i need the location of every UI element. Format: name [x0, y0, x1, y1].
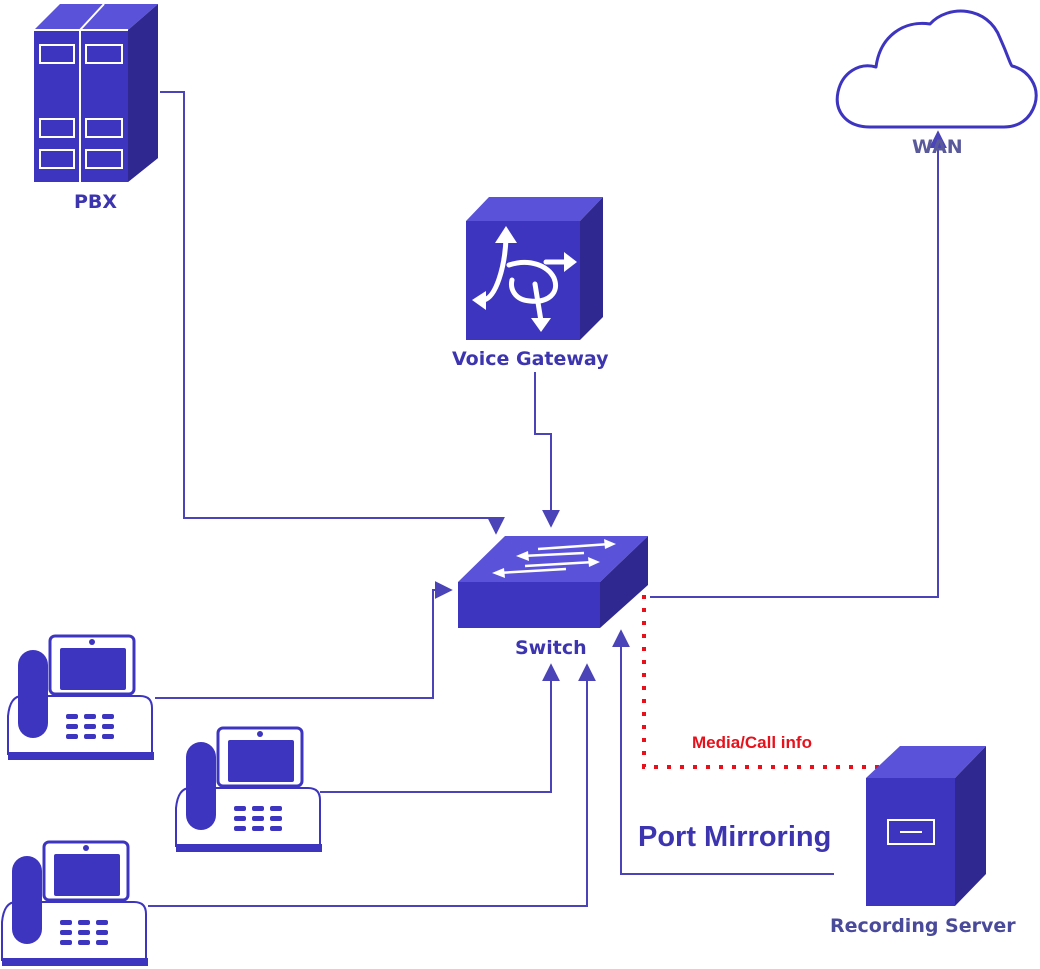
link-phone2-switch — [320, 663, 560, 793]
pbx-label: PBX — [74, 191, 118, 213]
link-switch-wan — [650, 130, 947, 598]
router-icon — [466, 197, 603, 340]
link-phone1-switch — [155, 581, 453, 699]
switch-icon — [458, 536, 648, 628]
wan-label: WAN — [912, 136, 963, 158]
ip-phone-icon — [175, 726, 322, 852]
link-pbx-switch — [160, 91, 505, 535]
server-rack-icon — [34, 3, 158, 182]
link-phone3-switch — [148, 663, 596, 907]
ip-phone-icon — [7, 634, 154, 760]
link-gateway-switch — [534, 372, 560, 528]
media-call-info-label: Media/Call info — [692, 733, 812, 752]
server-tower-icon — [866, 746, 986, 906]
link-media-call-info — [642, 582, 880, 769]
port-mirroring-label: Port Mirroring — [638, 821, 832, 853]
voice-gateway-label: Voice Gateway — [452, 348, 609, 370]
cloud-icon — [835, 9, 1038, 129]
link-recorder-switch-mirror — [612, 629, 834, 875]
ip-phone-icon — [1, 840, 148, 966]
recording-server-label: Recording Server — [830, 915, 1016, 937]
switch-label: Switch — [515, 637, 587, 659]
